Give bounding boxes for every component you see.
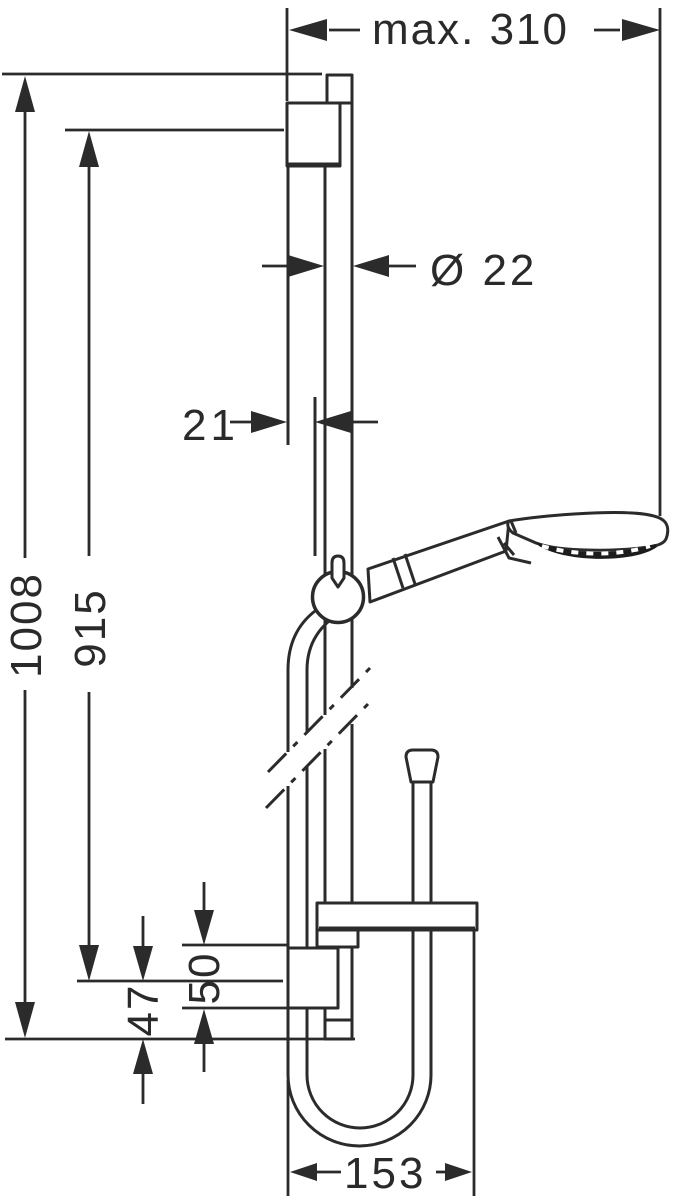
dim-label-bar-diameter: Ø 22 [430, 246, 537, 295]
soap-dish [315, 901, 479, 949]
arrow-bottom [133, 1039, 153, 1074]
top-wall-bracket [285, 101, 342, 168]
handle-grip-line-2 [403, 553, 417, 585]
dimension-hose-loop-width: 153 [286, 931, 476, 1198]
dimension-bracket-height: 50 [180, 882, 229, 1072]
dim-label-total-height: 1008 [2, 572, 51, 678]
hose-outer-upper [286, 609, 316, 752]
arrow-left [289, 19, 327, 41]
hose-outer-loop [286, 786, 433, 1148]
dim-label-mounting-distance: 915 [66, 588, 115, 667]
dim-label-lower-end-offset: 47 [119, 984, 168, 1037]
dimension-max-width: max. 310 [285, 5, 662, 516]
shower-head [506, 510, 670, 552]
bar-bottom-cap [323, 1018, 354, 1041]
break-line-upper [266, 666, 372, 774]
arrow-bottom [79, 945, 99, 981]
shower-hose [286, 609, 440, 1148]
dimension-bar-diameter: Ø 22 [262, 246, 537, 295]
arrow-right [353, 255, 389, 277]
dimension-total-height: 1008 [2, 76, 51, 1038]
hose-connector-nut [404, 748, 440, 784]
soap-dish-body [315, 901, 479, 932]
arrow-left [290, 1163, 317, 1181]
soap-dish-collar [315, 928, 360, 949]
arrow-top [194, 910, 214, 945]
arrow-bottom [15, 1002, 35, 1038]
break-lines [264, 666, 372, 810]
reference-lines [2, 72, 355, 1041]
slider [310, 554, 366, 625]
dimension-mounting-distance: 915 [66, 131, 115, 981]
arrow-right [315, 411, 351, 433]
arrow-top [79, 131, 99, 167]
dimension-wall-clearance: 21 [182, 401, 378, 450]
dim-label-max-width: max. 310 [372, 5, 569, 54]
arrow-right [445, 1163, 472, 1181]
bottom-wall-bracket [286, 946, 340, 1010]
hose-inner-loop [305, 767, 415, 1130]
hose-inner-upper [305, 619, 330, 733]
arrow-right [622, 19, 660, 41]
arrow-bottom [194, 1009, 214, 1044]
slider-pin [330, 554, 346, 589]
arrow-top [15, 76, 35, 112]
holder-clip [496, 536, 532, 565]
arrow-left [288, 255, 324, 277]
break-line-lower [264, 702, 370, 810]
shower-head-notch [509, 520, 518, 534]
spray-face [536, 542, 657, 559]
top-bracket-body [285, 101, 342, 168]
dimension-lower-end-offset: 47 [119, 916, 168, 1104]
arrow-top [133, 946, 153, 981]
dim-label-bracket-height: 50 [180, 952, 229, 1005]
hand-shower [366, 510, 670, 604]
arrow-left [251, 411, 287, 433]
bar-top-cap [325, 73, 354, 105]
dim-label-hose-loop-width: 153 [344, 1149, 426, 1198]
hand-shower-handle [366, 519, 511, 604]
handle-grip-line-1 [391, 557, 405, 589]
dim-label-wall-clearance: 21 [182, 401, 239, 450]
